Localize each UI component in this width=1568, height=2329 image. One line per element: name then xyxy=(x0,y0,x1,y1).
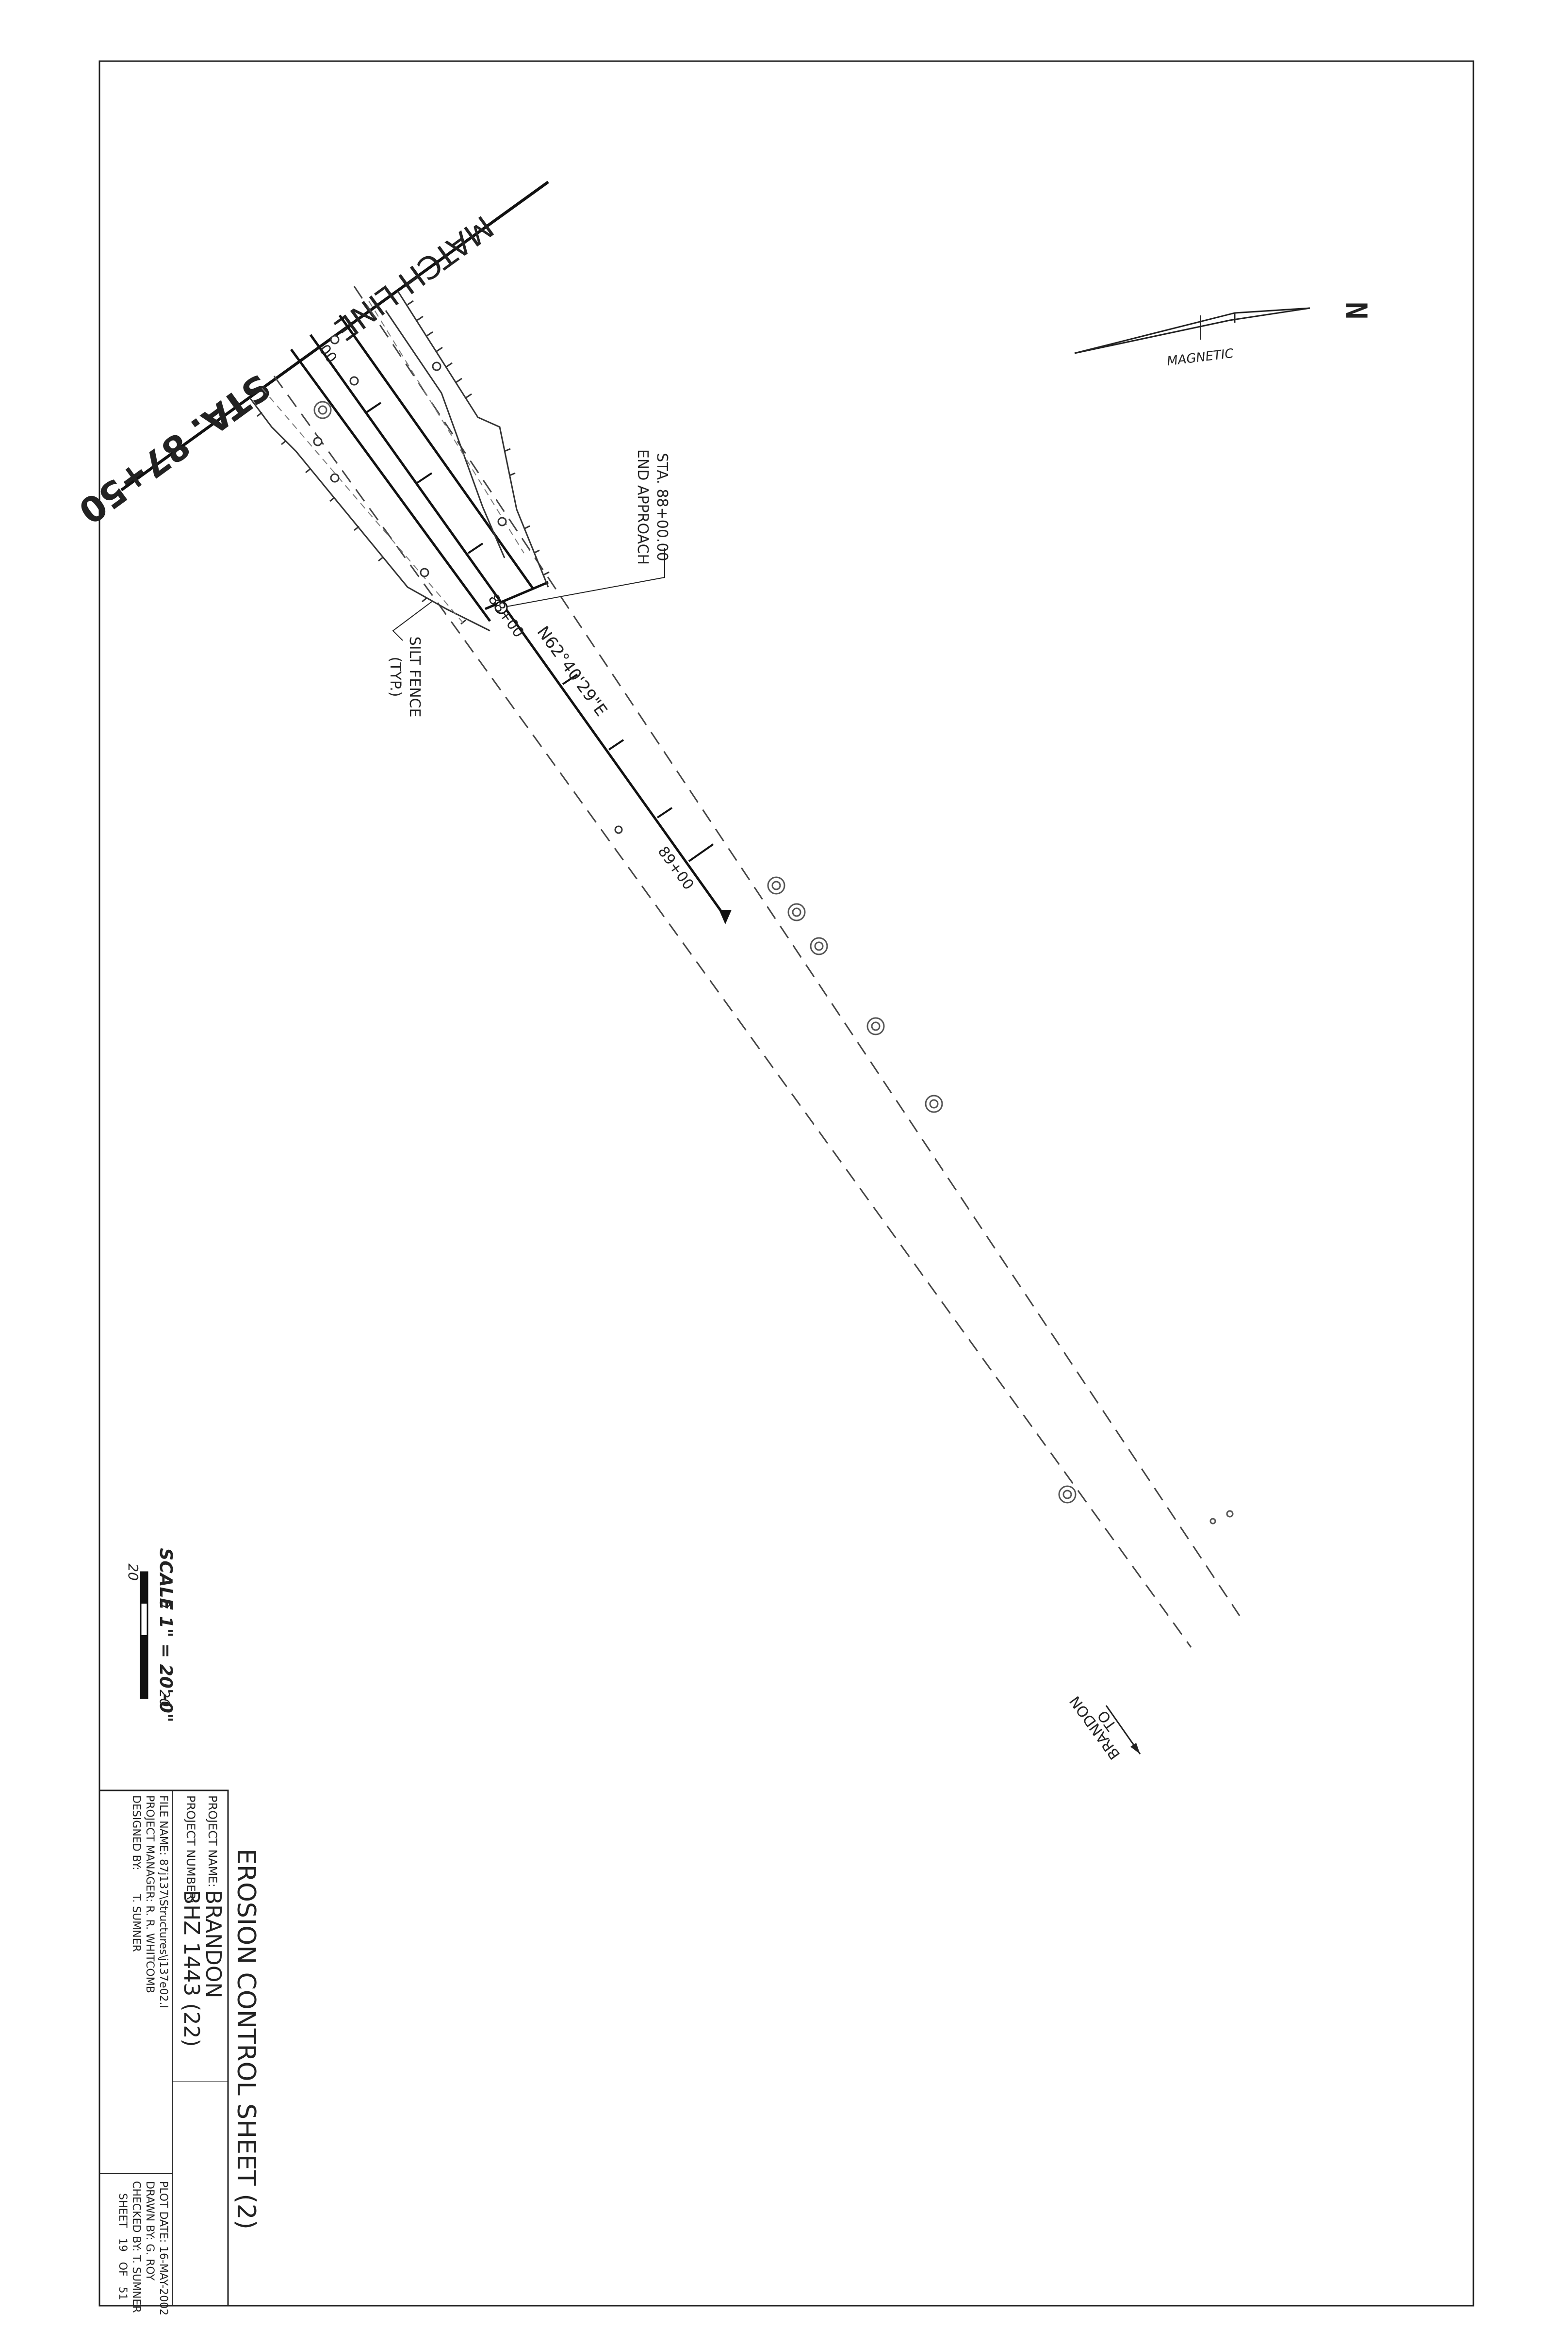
end-approach-callout: END APPROACH STA. 88+00.00 xyxy=(506,449,670,607)
project-manager: PROJECT MANAGER: R. R. WHITCOMB xyxy=(144,1795,156,1993)
tree-icon xyxy=(787,903,806,921)
tree-icon xyxy=(925,1095,943,1113)
centerline xyxy=(290,314,727,918)
title-block: EROSION CONTROL SHEET (2) PROJECT NAME: … xyxy=(98,1789,261,2315)
station-88-label: 88+00 xyxy=(485,591,527,641)
shoulder-lines xyxy=(261,300,524,626)
scale-title: SCALE 1" = 20'-0" xyxy=(156,1548,176,1722)
checked-by: CHECKED BY: T. SUMNER xyxy=(130,2181,142,2313)
match-line-label: MATCH LINE xyxy=(327,208,500,347)
end-approach-line2: STA. 88+00.00 xyxy=(653,453,670,561)
north-arrow-icon xyxy=(1074,307,1310,354)
tree-icon xyxy=(767,876,785,895)
sheet-title: EROSION CONTROL SHEET (2) xyxy=(231,1849,261,2230)
match-line-station: STA. 87+50 xyxy=(71,366,278,532)
project-name-label: PROJECT NAME: xyxy=(206,1795,219,1887)
to-brandon: TO BRANDON xyxy=(1066,1693,1141,1762)
sheet-number: SHEET 19 OF 51 xyxy=(116,2193,129,2300)
project-name: BRANDON xyxy=(201,1890,226,1998)
project-number-label: PROJECT NUMBER: xyxy=(184,1795,197,1903)
tree-icon xyxy=(313,401,332,419)
scale-bar: SCALE 1" = 20'-0" 20 0 20 xyxy=(125,1548,176,1722)
silt-fence-callout: SILT FENCE (TYP.) xyxy=(387,601,432,718)
north-arrow-label: MAGNETIC xyxy=(1166,346,1235,369)
drawn-by: DRAWN BY: G. ROY xyxy=(144,2181,156,2281)
designed-by: DESIGNED BY: T. SUMNER xyxy=(130,1795,142,1952)
silt-fence-ticks xyxy=(257,300,550,625)
scale-right: 20 xyxy=(157,1689,173,1707)
centerline-end-arrow-icon xyxy=(719,910,732,924)
road-edges xyxy=(273,286,1241,1648)
station-marker xyxy=(494,601,508,614)
sheet-border xyxy=(98,60,1474,2307)
silt-fence-line2: (TYP.) xyxy=(387,656,404,697)
trees xyxy=(313,401,1234,1525)
scale-left: 20 xyxy=(125,1563,141,1581)
arrow-right-icon xyxy=(1130,1743,1140,1754)
north-arrow: N MAGNETIC xyxy=(1074,302,1373,369)
silt-fence-line1: SILT FENCE xyxy=(406,637,423,718)
scale-mid: 0 xyxy=(157,1599,173,1608)
end-approach-line1: END APPROACH xyxy=(634,449,651,565)
centerline-ticks xyxy=(365,402,714,862)
tree-icon xyxy=(1058,1485,1077,1504)
north-arrow-letter: N xyxy=(1339,302,1373,319)
plot-date: PLOT DATE: 16-MAY-2002 xyxy=(157,2181,169,2315)
tree-icon xyxy=(866,1017,885,1035)
tree-icon xyxy=(810,937,828,955)
project-number: BHZ 1443 (22) xyxy=(179,1890,204,2047)
silt-fence xyxy=(249,291,549,632)
survey-points xyxy=(313,335,623,834)
bearing-label: N62°40'29"E xyxy=(533,623,611,720)
match-line: MATCH LINE STA. 87+50 xyxy=(71,180,549,532)
file-name: FILE NAME: 87j137\Structures\j137e02.l xyxy=(157,1795,169,2008)
